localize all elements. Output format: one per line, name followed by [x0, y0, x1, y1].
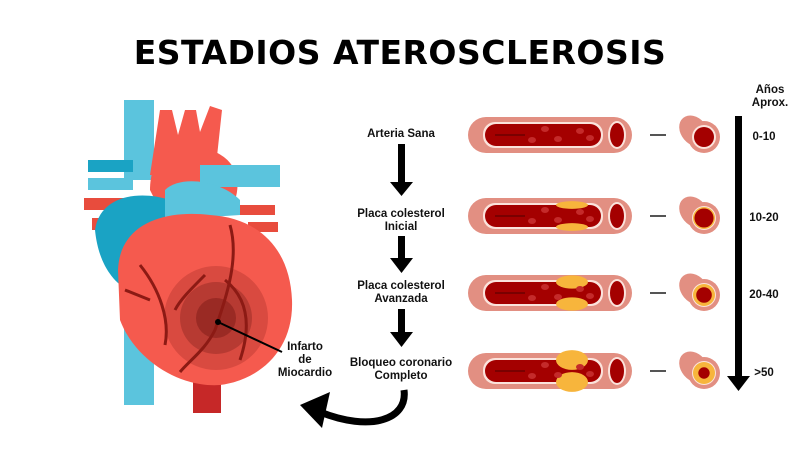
- plaque: [556, 297, 588, 311]
- plaque: [556, 275, 588, 289]
- stage-label-line2: Inicial: [385, 221, 418, 233]
- years-label: >50: [754, 367, 774, 379]
- years-label: 20-40: [749, 289, 778, 301]
- timeline-header-line2: Aprox.: [752, 97, 788, 109]
- artery-longitudinal: [468, 117, 632, 153]
- page-title: ESTADIOS ATEROSCLEROSIS: [134, 33, 667, 72]
- stage-label-line2: Completo: [374, 370, 427, 382]
- plaque: [556, 201, 588, 209]
- plaque: [556, 372, 588, 392]
- timeline-header-line1: Años: [756, 84, 785, 96]
- timeline-arrow-icon: [727, 116, 750, 391]
- years-label: 10-20: [749, 212, 778, 224]
- artery-cross-section: [679, 351, 720, 389]
- stage-label-line1: Placa colesterol: [357, 208, 445, 220]
- stage-arrows: [390, 144, 413, 347]
- artery-cross-section: [679, 273, 720, 311]
- artery-longitudinal: [468, 350, 632, 392]
- stage-row: Arteria Sana 0-10: [367, 115, 776, 153]
- infarct-label-line2: de: [298, 354, 311, 366]
- stage-label-line1: Placa colesterol: [357, 280, 445, 292]
- down-arrow-icon: [390, 236, 413, 273]
- plaque: [556, 223, 588, 231]
- years-label: 0-10: [752, 131, 775, 143]
- stage-label-line2: Avanzada: [374, 293, 428, 305]
- artery-cross-section: [679, 115, 720, 153]
- infarct-label-line1: Infarto: [287, 341, 323, 353]
- stage-label-line1: Bloqueo coronario: [350, 357, 452, 369]
- down-arrow-icon: [390, 144, 413, 196]
- curved-arrow-icon: [300, 389, 408, 428]
- artery-longitudinal: [468, 198, 632, 234]
- artery-longitudinal: [468, 275, 632, 311]
- down-arrow-icon: [390, 309, 413, 347]
- artery-cross-section: [679, 196, 720, 234]
- heart-illustration: [84, 100, 293, 413]
- infarct-label-line3: Miocardio: [278, 367, 332, 379]
- stage-label-line1: Arteria Sana: [367, 128, 435, 140]
